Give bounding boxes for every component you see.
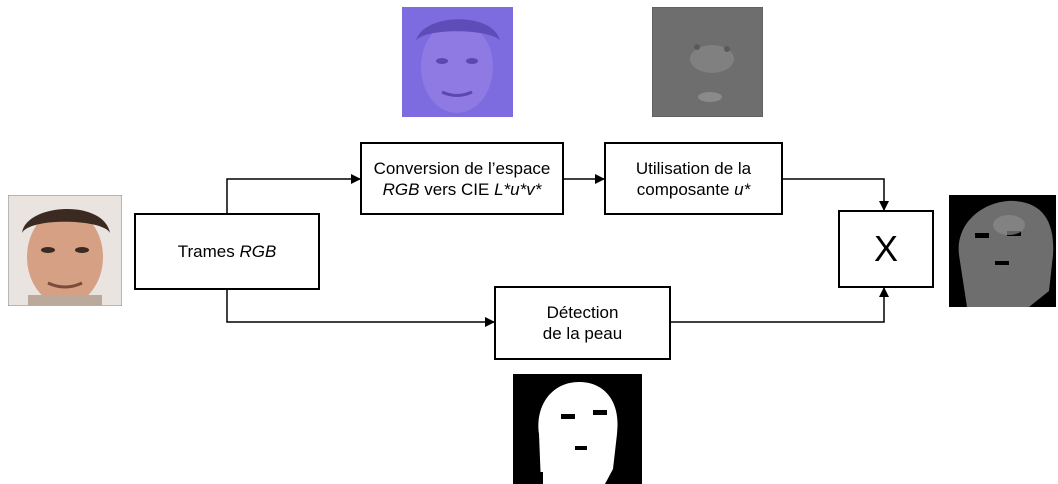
node-utilisation: Utilisation de la composante u*: [604, 142, 783, 215]
arrow-trames-to-conversion: [226, 174, 361, 213]
trames-rgb-label: RGB: [239, 242, 277, 261]
node-detection: Détection de la peau: [494, 286, 671, 360]
arrow-utilisation-to-multiply: [783, 178, 889, 211]
detection-line1: Détection: [546, 303, 619, 322]
arrow-trames-to-detection: [226, 289, 495, 327]
utilisation-composante: composante: [636, 179, 730, 199]
utilisation-u: u*: [734, 179, 751, 199]
trames-label: Trames: [177, 242, 235, 261]
arrow-detection-to-multiply: [671, 287, 889, 323]
node-trames-rgb: Trames RGB: [134, 213, 320, 290]
luv-converted-image: [402, 7, 513, 117]
detection-line2: de la peau: [542, 324, 623, 343]
node-multiply: X: [838, 210, 934, 288]
node-conversion: Conversion de l’espace RGB vers CIE L*u*…: [360, 142, 564, 215]
conversion-line2: RGB vers CIE L*u*v*: [374, 179, 551, 200]
conversion-mid: vers CIE: [419, 179, 495, 199]
conversion-luv: L*u*v*: [494, 179, 542, 199]
utilisation-line2: composante u*: [636, 179, 751, 200]
conversion-rgb: RGB: [382, 179, 420, 199]
multiply-symbol: X: [873, 228, 898, 269]
u-component-image: [652, 7, 763, 117]
skin-mask-image: [513, 374, 642, 484]
input-face-image: [8, 195, 122, 306]
conversion-line1: Conversion de l’espace: [373, 158, 551, 178]
result-image: [949, 195, 1056, 307]
utilisation-line1: Utilisation de la: [635, 158, 752, 178]
